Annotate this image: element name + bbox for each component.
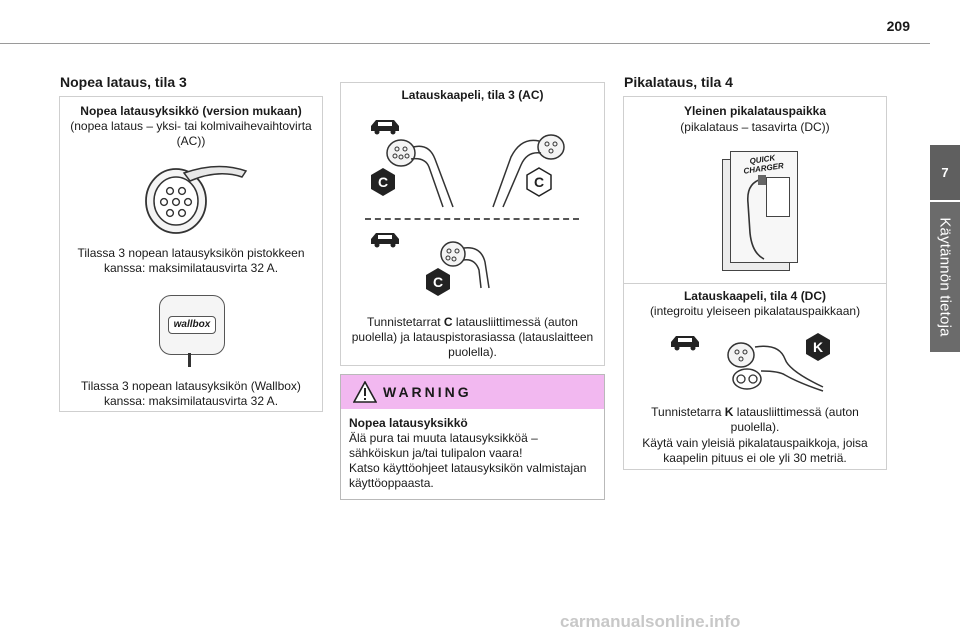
cable-caption: Tunnistetarrat C latausliittimessä (auto… <box>351 315 594 359</box>
wallbox-logo: wallbox <box>168 316 216 334</box>
cable-connectors-illustration <box>386 134 565 208</box>
warning-heading: Nopea latausyksikkö <box>349 416 468 430</box>
badge-c-letter: C <box>378 174 388 190</box>
cable-connector-illustration <box>440 241 490 289</box>
badge-c-icon: C <box>426 268 450 296</box>
socket-illustration <box>145 165 248 234</box>
chapter-title: Käytännön tietoja <box>936 217 954 337</box>
charger-screen <box>766 177 790 217</box>
car-icon <box>371 120 399 135</box>
dc-connector-illustration <box>727 342 824 392</box>
cable-subheading: (integroitu yleiseen pikalatauspaikkaan) <box>649 304 861 318</box>
box-subheading: (nopea lataus – yksi- tai kolmivaihevaih… <box>70 119 312 148</box>
header-rule <box>0 43 930 44</box>
box-subheading: (pikalataus – tasavirta (DC)) <box>680 120 830 134</box>
dashed-separator <box>365 218 579 220</box>
rapid-charging-box: Yleinen pikalatauspaikka (pikalataus – t… <box>623 96 887 470</box>
box-heading: Latauskaapeli, tila 3 (AC) <box>401 88 544 102</box>
badge-c-letter: C <box>433 274 443 290</box>
warning-title: WARNING <box>383 384 472 400</box>
page-number: 209 <box>886 18 910 34</box>
wallbox-illustration: wallbox <box>159 295 225 355</box>
warning-triangle-icon <box>353 381 377 403</box>
box-divider <box>624 283 886 284</box>
fast-charging-unit-box: Nopea latausyksikkö (version mukaan) (no… <box>59 96 323 412</box>
dc-cable-note: Käytä vain yleisiä pikalatauspaikkoja, j… <box>642 436 868 465</box>
car-icon <box>671 336 699 351</box>
box-heading: Nopea latausyksikkö (version mukaan) <box>80 104 302 118</box>
charger-cable <box>746 175 766 260</box>
cable-mode3-box: Latauskaapeli, tila 3 (AC) C C <box>340 82 605 366</box>
quick-charger-illustration: QUICK CHARGER <box>716 147 800 271</box>
section-title-fast-charge: Nopea lataus, tila 3 <box>60 74 187 90</box>
badge-c-icon: C <box>371 168 395 196</box>
badge-k-letter: K <box>813 339 823 355</box>
badge-k-icon: K <box>806 333 830 361</box>
warning-body: Älä pura tai muuta latausyksikköä – sähk… <box>349 431 587 490</box>
badge-c-outline-icon: C <box>526 167 552 197</box>
dc-cable-caption: Tunnistetarra K latausliittimessä (auton… <box>651 405 859 434</box>
box-heading: Yleinen pikalatauspaikka <box>683 104 827 118</box>
wallbox-caption: Tilassa 3 nopean latausyksikön (Wallbox)… <box>81 379 301 408</box>
wallbox-cable <box>188 353 191 367</box>
socket-caption: Tilassa 3 nopean latausyksikön pistokkee… <box>77 246 305 275</box>
chapter-number-tab[interactable]: 7 <box>930 145 960 200</box>
car-icon <box>371 233 399 248</box>
warning-header: WARNING <box>341 375 604 409</box>
section-title-rapid-charge: Pikalataus, tila 4 <box>624 74 733 90</box>
chapter-title-tab[interactable]: Käytännön tietoja <box>930 202 960 352</box>
warning-box: WARNING Nopea latausyksikkö Älä pura tai… <box>340 374 605 500</box>
cable-heading: Latauskaapeli, tila 4 (DC) <box>683 289 827 303</box>
badge-c-letter: C <box>534 174 544 190</box>
footer-watermark[interactable]: carmanualsonline.info <box>560 612 741 631</box>
